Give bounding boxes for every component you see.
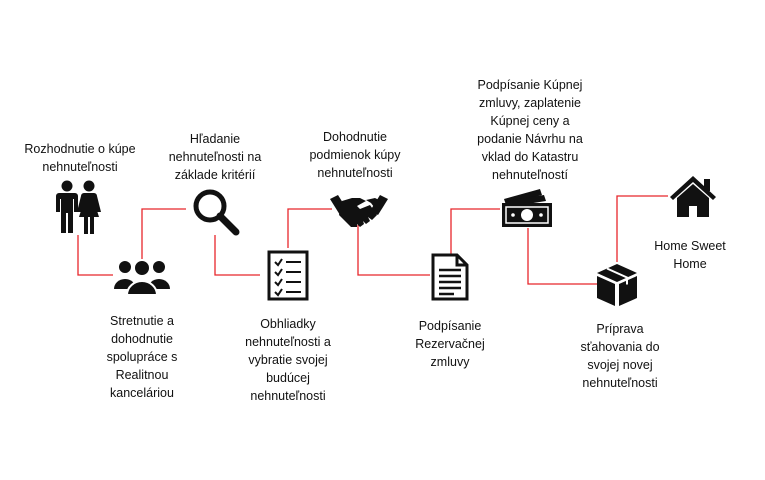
step-4-label: Obhliadky nehnuteľnosti a vybratie svoje… bbox=[245, 317, 331, 403]
house-icon bbox=[668, 174, 718, 218]
connector-3-4 bbox=[214, 235, 260, 276]
step-7-label: Podpísanie Kúpnej zmluvy, zaplatenie Kúp… bbox=[477, 78, 583, 182]
connector-4-5 bbox=[287, 208, 332, 248]
connector-2-3 bbox=[141, 208, 186, 260]
connector-1-2 bbox=[77, 235, 113, 276]
connector-7-8 bbox=[527, 228, 598, 285]
step-6-label: Podpísanie Rezervačnej zmluvy bbox=[415, 319, 485, 369]
step-9-label: Home Sweet Home bbox=[654, 239, 726, 271]
connector-6-7 bbox=[450, 208, 500, 255]
step-3-label: Hľadanie nehnuteľnosti na základe kritér… bbox=[168, 132, 262, 182]
step-8-label: Príprava sťahovania do svojej novej nehn… bbox=[580, 322, 660, 390]
magnifier-icon bbox=[191, 187, 241, 237]
document-icon bbox=[430, 253, 470, 301]
handshake-icon bbox=[330, 193, 388, 229]
people-icon bbox=[113, 258, 171, 296]
step-2-label: Stretnutie a dohodnutie spolupráce s Rea… bbox=[106, 314, 178, 400]
checklist-icon bbox=[266, 250, 312, 302]
money-icon bbox=[500, 187, 554, 229]
box-icon bbox=[595, 262, 639, 308]
step-1-label: Rozhodnutie o kúpe nehnuteľnosti bbox=[24, 142, 136, 174]
connector-5-6 bbox=[357, 225, 430, 276]
step-5-label: Dohodnutie podmienok kúpy nehnuteľnosti bbox=[309, 130, 401, 180]
connector-8-9 bbox=[616, 195, 668, 262]
couple-icon bbox=[53, 180, 103, 235]
